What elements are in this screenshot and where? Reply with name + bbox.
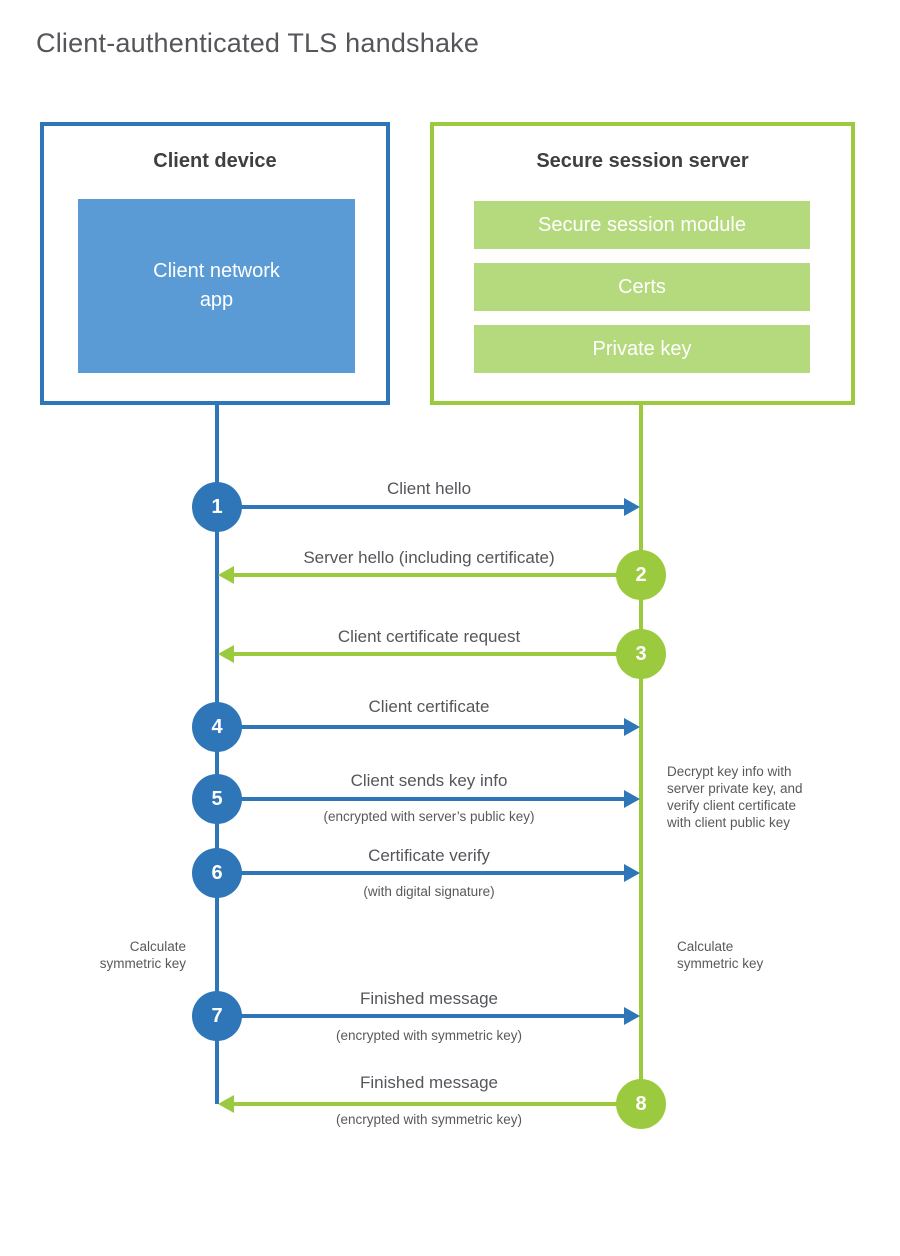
arrow-right-icon: [240, 498, 640, 516]
secure-session-server-box: Secure session server Secure session mod…: [430, 122, 855, 405]
arrow-left-icon: [218, 566, 618, 584]
message-label-client-certificate-request: Client certificate request: [337, 627, 521, 646]
message-label-client-sends-key-info: Client sends key info: [350, 771, 508, 790]
arrow-left-icon: [218, 645, 618, 663]
step-badge-1: 1: [192, 482, 242, 532]
decrypt-key-info-note: Decrypt key info with server private key…: [667, 764, 803, 830]
secure-session-server-title: Secure session server: [536, 150, 749, 172]
server-module-secure-session: Secure session module: [474, 201, 810, 249]
calculate-symmetric-key-note-client: Calculate symmetric key: [99, 939, 186, 971]
server-module-private-key: Private key: [474, 325, 810, 373]
arrow-right-icon: [240, 718, 640, 736]
server-module-certs: Certs: [474, 263, 810, 311]
calculate-symmetric-key-note-server: Calculate symmetric key: [677, 939, 764, 971]
message-label-client-hello: Client hello: [386, 479, 472, 498]
message-label-client-certificate: Client certificate: [368, 697, 490, 716]
message-label-certificate-verify: Certificate verify: [368, 846, 490, 865]
message-label-finished-message-client: Finished message: [360, 989, 498, 1008]
step-badge-2: 2: [616, 550, 666, 600]
arrow-right-icon: [240, 790, 640, 808]
client-lifeline: [215, 405, 219, 1104]
step-badge-5: 5: [192, 774, 242, 824]
server-lifeline: [639, 405, 643, 1104]
message-label-finished-message-server: Finished message: [360, 1073, 498, 1092]
step-badge-7: 7: [192, 991, 242, 1041]
step-badge-4: 4: [192, 702, 242, 752]
arrow-right-icon: [240, 1007, 640, 1025]
step-badge-3: 3: [616, 629, 666, 679]
step-badge-6: 6: [192, 848, 242, 898]
client-network-app-box: Client network app: [78, 199, 355, 373]
message-label-server-hello: Server hello (including certificate): [303, 548, 555, 567]
message-sublabel-encrypted-symmetric-key-client: (encrypted with symmetric key): [335, 1028, 523, 1043]
step-badge-8: 8: [616, 1079, 666, 1129]
message-sublabel-encrypted-server-public-key: (encrypted with server’s public key): [323, 809, 535, 824]
client-device-box: Client device Client network app: [40, 122, 390, 405]
message-sublabel-digital-signature: (with digital signature): [363, 884, 495, 899]
page-title: Client-authenticated TLS handshake: [36, 28, 480, 58]
arrow-left-icon: [218, 1095, 618, 1113]
arrow-right-icon: [240, 864, 640, 882]
client-device-title: Client device: [153, 150, 277, 172]
message-sublabel-encrypted-symmetric-key-server: (encrypted with symmetric key): [335, 1112, 523, 1127]
